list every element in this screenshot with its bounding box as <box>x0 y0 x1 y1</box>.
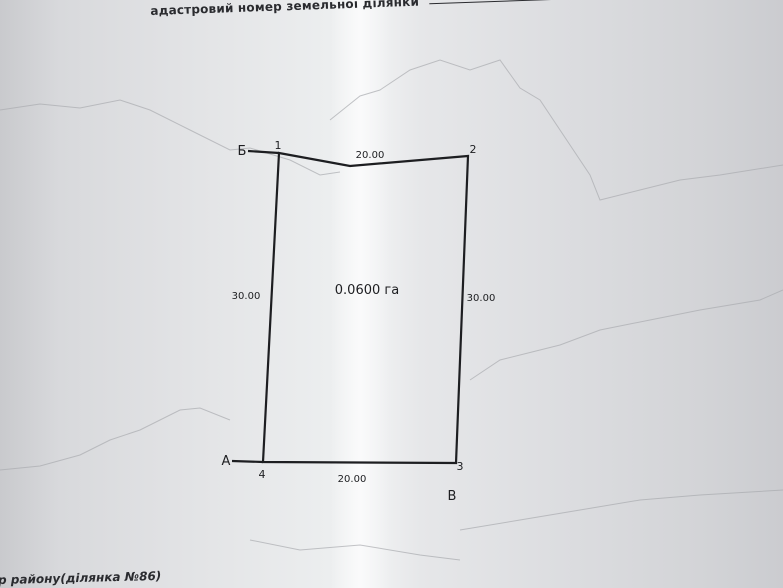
side-top-length: 20.00 <box>356 150 385 161</box>
corner-a-label: А <box>222 454 231 469</box>
point-4-label: 4 <box>259 468 266 481</box>
background-contours <box>0 59 783 561</box>
paper-fold <box>330 0 390 588</box>
plot-area-label: 0.0600 га <box>335 283 399 298</box>
point-3-label: 3 <box>457 460 464 473</box>
corner-b-label: Б <box>238 144 247 159</box>
side-bottom-length: 20.00 <box>338 474 367 485</box>
side-left-length: 30.00 <box>232 291 261 302</box>
point-2-label: 2 <box>470 143 477 156</box>
point-1-label: 1 <box>275 139 282 152</box>
side-right-length: 30.00 <box>467 293 496 304</box>
plot-boundary <box>231 149 470 465</box>
corner-v-label: В <box>448 489 457 504</box>
